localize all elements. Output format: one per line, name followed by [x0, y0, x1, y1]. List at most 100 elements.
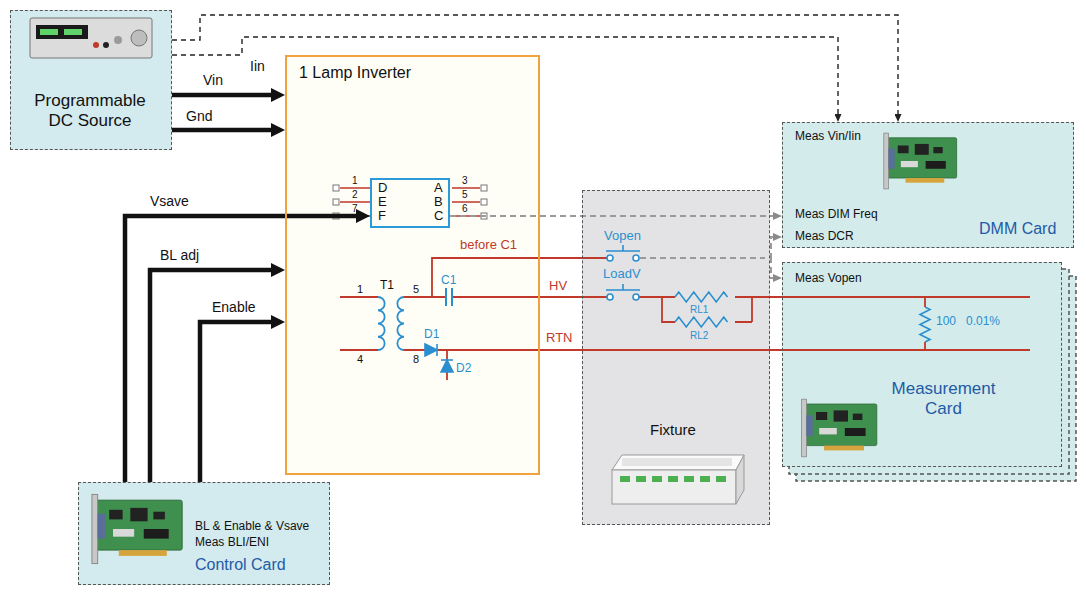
node-text: Meas Vin/Iin [795, 129, 861, 143]
part-name: D1 [424, 328, 439, 341]
pin-number: 2 [352, 189, 358, 200]
node-text: Meas DIM Freq [795, 207, 878, 221]
pin-number: 5 [413, 283, 419, 295]
switch-symbol [606, 245, 640, 300]
part-name: T1 [380, 279, 394, 292]
switch-symbol [633, 294, 639, 300]
power-arrow [125, 216, 356, 482]
measure-arrow [770, 237, 773, 258]
box-fill [582, 190, 770, 525]
power-supply-picture [30, 18, 152, 58]
pin-number: 1 [352, 175, 358, 186]
fixture-picture [684, 476, 694, 482]
pin-number: 4 [357, 353, 363, 365]
signal-name: Vin [203, 72, 223, 88]
power-supply-picture [40, 29, 58, 35]
pin-number: 3 [462, 175, 468, 186]
node-text: D [378, 181, 387, 195]
measure-arrow [172, 37, 838, 114]
fixture-picture [612, 470, 736, 504]
power-arrow [172, 93, 271, 98]
measure-arrow [172, 15, 898, 114]
diode-symbol [425, 344, 453, 372]
part-name: RL2 [690, 330, 708, 341]
switch-name: LoadV [603, 267, 641, 281]
diode-symbol [441, 360, 453, 372]
capacitor-symbol [446, 288, 452, 306]
node-text: Meas DCR [795, 229, 854, 243]
connector-pins [340, 188, 480, 216]
node-text: B [434, 195, 443, 209]
fixture-picture [620, 476, 630, 482]
box-fill [782, 122, 1074, 248]
wire [404, 350, 1030, 380]
measure-arrow [450, 215, 773, 217]
switch-symbol [607, 294, 613, 300]
box-fill [782, 262, 1062, 467]
wire [340, 297, 378, 350]
control-card-picture [92, 494, 182, 563]
signal-name: BL adj [160, 247, 199, 263]
transformer-symbol [397, 297, 404, 350]
signal-name: Iin [250, 58, 265, 74]
power-supply-picture [103, 42, 109, 48]
fixture-picture [652, 476, 662, 482]
pin-number: 5 [462, 189, 468, 200]
resistor-value: 100 [936, 315, 956, 328]
diode-symbol [441, 359, 453, 361]
node-text: A [434, 181, 443, 195]
box-fill [285, 55, 540, 475]
signal-name: HV [549, 279, 567, 293]
power-supply-picture [93, 42, 99, 48]
resistor-symbol [675, 292, 930, 342]
measurement-card-picture [802, 399, 877, 457]
node-text: Fixture [583, 421, 763, 439]
switch-symbol [606, 284, 640, 290]
wire [452, 297, 1030, 322]
measure-arrow [770, 258, 773, 278]
signal-name: RTN [546, 331, 572, 345]
connector-pins [340, 188, 480, 216]
fixture-picture [668, 476, 678, 482]
fixture-picture [622, 458, 732, 466]
part-name: RL1 [690, 304, 708, 315]
power-arrow [200, 322, 271, 482]
node-text: C [434, 209, 443, 223]
measure-lead [640, 257, 765, 259]
source-box: Programmable DC Source [10, 10, 172, 150]
node-text: Programmable DC Source [25, 91, 155, 131]
resistor-symbol [675, 317, 728, 327]
pin-number: 1 [357, 283, 363, 295]
pin-number: 6 [462, 203, 468, 214]
node-text: Meas BLI/ENI [195, 535, 269, 549]
fixture-picture [612, 455, 744, 470]
resistor-symbol [920, 307, 930, 342]
node-text: Measurement Card [881, 379, 1006, 419]
pin-terminal [333, 199, 339, 205]
node-text: 1 Lamp Inverter [299, 63, 411, 82]
fixture-picture [736, 455, 744, 504]
fixture-picture [636, 476, 646, 482]
signal-name: Vsave [150, 193, 189, 209]
box-fill [78, 482, 330, 585]
dmm-card-picture [884, 133, 957, 189]
power-arrow [150, 270, 271, 482]
measurement-card-box: Meas VopenMeasurement Card [782, 262, 1062, 467]
power-supply-picture [131, 30, 147, 46]
control-card-box: BL & Enable & VsaveMeas BLI/ENIControl C… [78, 482, 330, 585]
switch-symbol [633, 255, 639, 261]
switch-name: Vopen [604, 229, 641, 243]
fixture-picture [700, 476, 710, 482]
part-name: D2 [456, 362, 471, 375]
fixture-box: Fixture [582, 190, 770, 525]
power-supply-picture [36, 25, 88, 39]
fixture-picture [612, 455, 744, 504]
node-text: E [378, 195, 387, 209]
connector-chip: DEFABC [370, 178, 450, 228]
wire [404, 258, 607, 297]
capacitor-symbol [446, 288, 452, 306]
